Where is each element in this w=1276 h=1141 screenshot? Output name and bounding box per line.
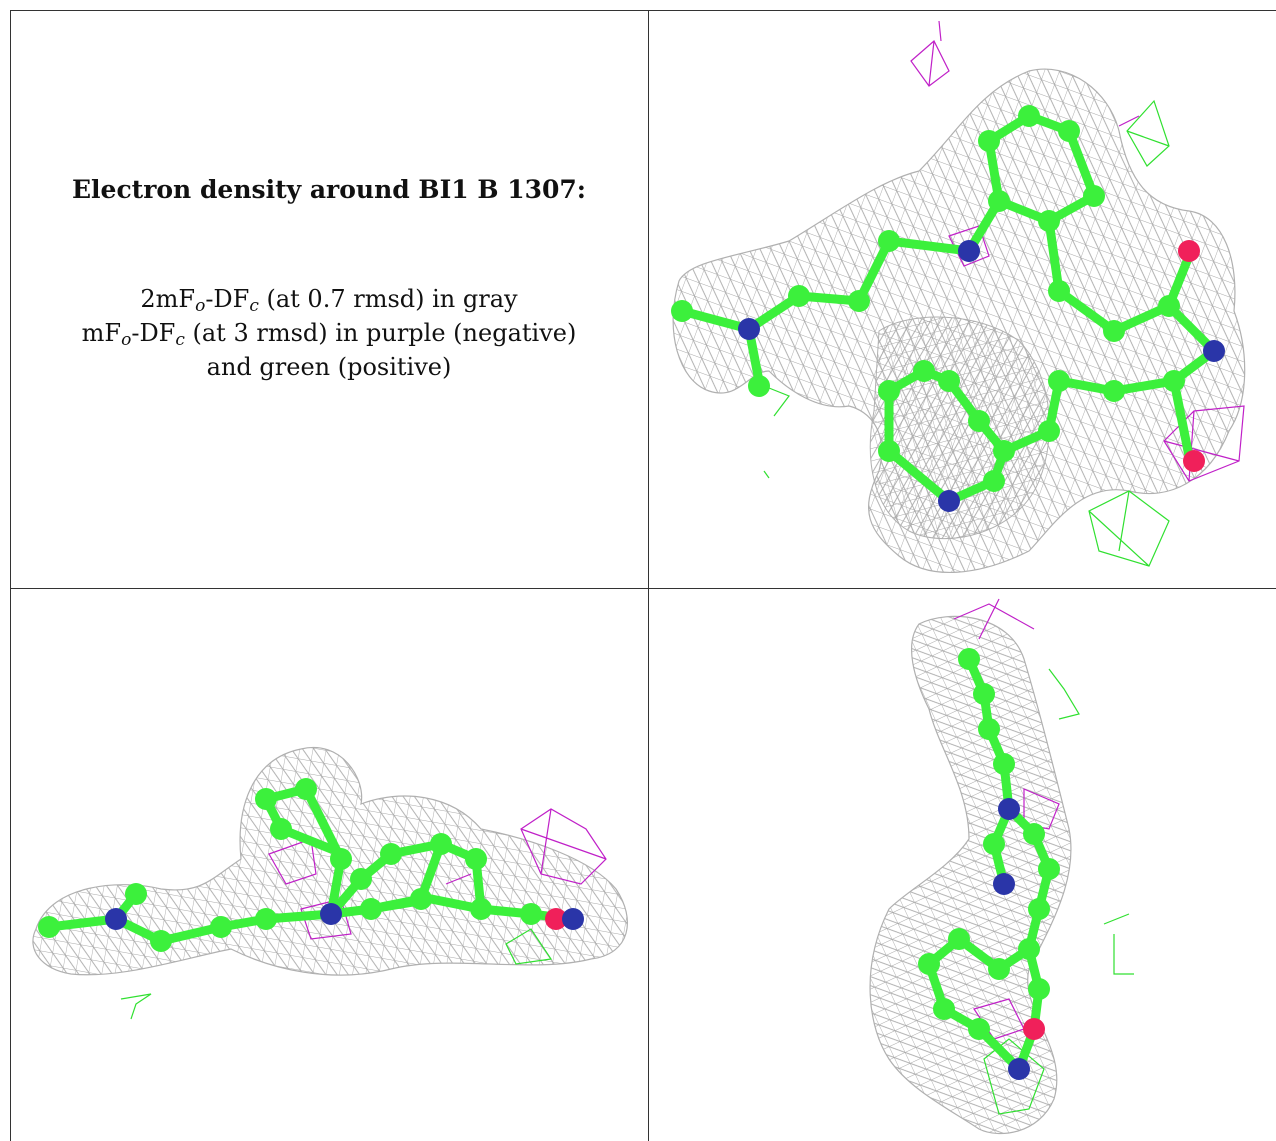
positive-difference-mesh [763, 99, 1170, 567]
negative-difference-mesh [268, 808, 607, 940]
density-view-side [32, 746, 629, 1020]
density-view-end [869, 598, 1134, 1135]
figure-grid: Electron density around BI1 B 1307: 2mFo… [10, 10, 1276, 1141]
gray-density-mesh [869, 615, 1072, 1135]
grid-line-center [10, 588, 1276, 589]
legend-line-3: and green (positive) [206, 352, 452, 381]
positive-difference-mesh [120, 928, 553, 1020]
positive-difference-mesh [983, 668, 1134, 1115]
caption-cell: Electron density around BI1 B 1307: 2mFo… [10, 10, 648, 588]
figure-title: Electron density around BI1 B 1307: [71, 174, 586, 204]
legend-line-2: mFo-DFc (at 3 rmsd) in purple (negative) [81, 318, 577, 350]
ligand-atoms [38, 778, 584, 952]
legend-text: 2mFo-DFc (at 0.7 rmsd) in gray mFo-DFc (… [82, 282, 577, 384]
legend-line-1: 2mFo-DFc (at 0.7 rmsd) in gray [140, 284, 518, 316]
ligand-atoms [918, 648, 1060, 1080]
density-view-top [671, 20, 1246, 574]
grid-line-middle [648, 10, 649, 1141]
ligand-atoms [671, 105, 1225, 512]
grid-line-left [10, 10, 11, 1141]
grid-line-top [10, 10, 1276, 11]
